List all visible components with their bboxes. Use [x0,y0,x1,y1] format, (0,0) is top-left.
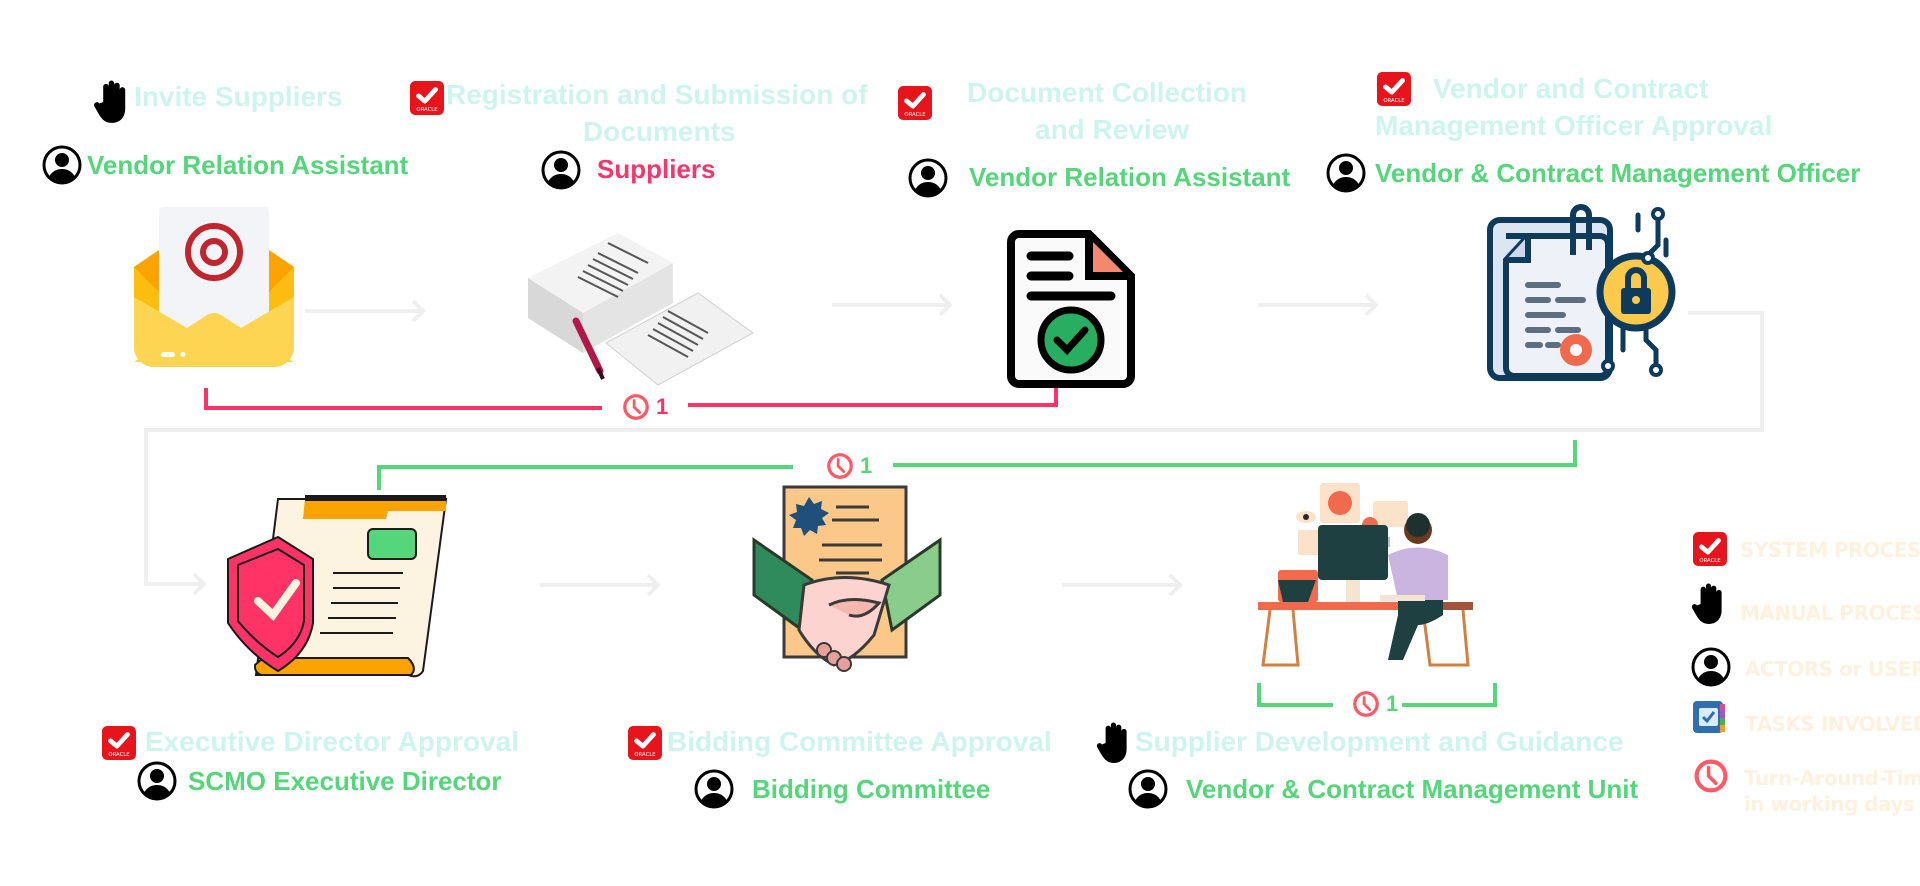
actor-label: Vendor Relation Assistant [87,150,409,180]
user-circle-icon [1128,769,1168,809]
document-stack-illustration [528,233,754,386]
flow-return-connector [144,311,1764,596]
email-envelope-illustration [134,207,294,367]
approved-document-illustration [1007,230,1135,388]
user-circle-icon [137,761,177,801]
oracle-check-icon [1693,532,1727,566]
flow-arrow-2-3 [832,293,953,317]
actor-label: Bidding Committee [752,774,991,804]
tat-badge-green-1: 1 [826,452,872,480]
tat-days: 1 [656,394,669,419]
oracle-check-icon [102,726,136,760]
step-title-line2: Documents [583,116,736,147]
actor-label: Vendor Relation Assistant [969,162,1291,192]
hand-icon [1692,583,1726,625]
step-title: Executive Director Approval [145,726,519,757]
clock-icon [1352,690,1380,718]
tat-badge-green-2: 1 [1352,690,1398,718]
flow-arrow-3-4 [1258,293,1379,317]
actor-label: SCMO Executive Director [188,766,502,796]
actor-label: Suppliers [597,154,716,184]
step-title-line2: and Review [1035,114,1190,145]
legend-label: SYSTEM PROCESS [1740,538,1920,562]
tat-bracket-green-1 [377,440,1577,490]
user-circle-icon [694,769,734,809]
actor-label: Vendor & Contract Management Unit [1186,774,1639,804]
step-title-line2: Management Officer Approval [1375,110,1773,141]
step-title: Bidding Committee Approval [667,726,1052,757]
step-title-line1: Registration and Submission of [446,79,868,110]
legend-label-line2: in working days [1744,792,1915,816]
clock-icon [622,393,650,421]
legend-label-line1: Turn-Around-Time [1744,766,1920,790]
tat-bracket-green-2 [1257,683,1497,707]
tat-days: 1 [860,453,873,478]
flow-arrow-6-7 [1062,573,1183,597]
hand-icon [93,80,131,124]
step-title-line1: Vendor and Contract [1433,73,1709,104]
tat-bracket-red [204,388,1058,410]
step-title: Invite Suppliers [134,81,343,112]
oracle-check-icon [410,81,444,115]
clock-icon [1693,758,1729,794]
legend-label: ACTORS or USERS [1745,657,1920,681]
legend-label: TASKS INVOLVED [1745,712,1920,736]
step-title: Supplier Development and Guidance [1135,726,1624,757]
user-circle-icon [908,158,948,198]
person-at-desk-illustration [1258,483,1473,667]
clock-icon [826,452,854,480]
oracle-check-icon [898,86,932,120]
shield-document-illustration [227,495,448,678]
flow-arrow-5-6 [540,573,661,597]
oracle-check-icon [1377,72,1411,106]
actor-label: Vendor & Contract Management Officer [1375,158,1861,188]
tat-days: 1 [1386,691,1399,716]
tat-badge-red: 1 [622,393,668,421]
user-circle-icon [42,145,82,185]
hand-icon [1096,722,1132,764]
step-title-line1: Document Collection [967,77,1248,108]
user-circle-icon [1326,153,1366,193]
user-circle-icon [1691,647,1731,687]
flow-arrow-1-2 [305,299,426,323]
legend-label: MANUAL PROCESS [1740,601,1920,625]
user-circle-icon [541,150,581,190]
secure-document-illustration [1487,204,1676,381]
oracle-check-icon [628,726,662,760]
task-calendar-icon [1692,700,1726,734]
handshake-contract-illustration [752,485,942,672]
